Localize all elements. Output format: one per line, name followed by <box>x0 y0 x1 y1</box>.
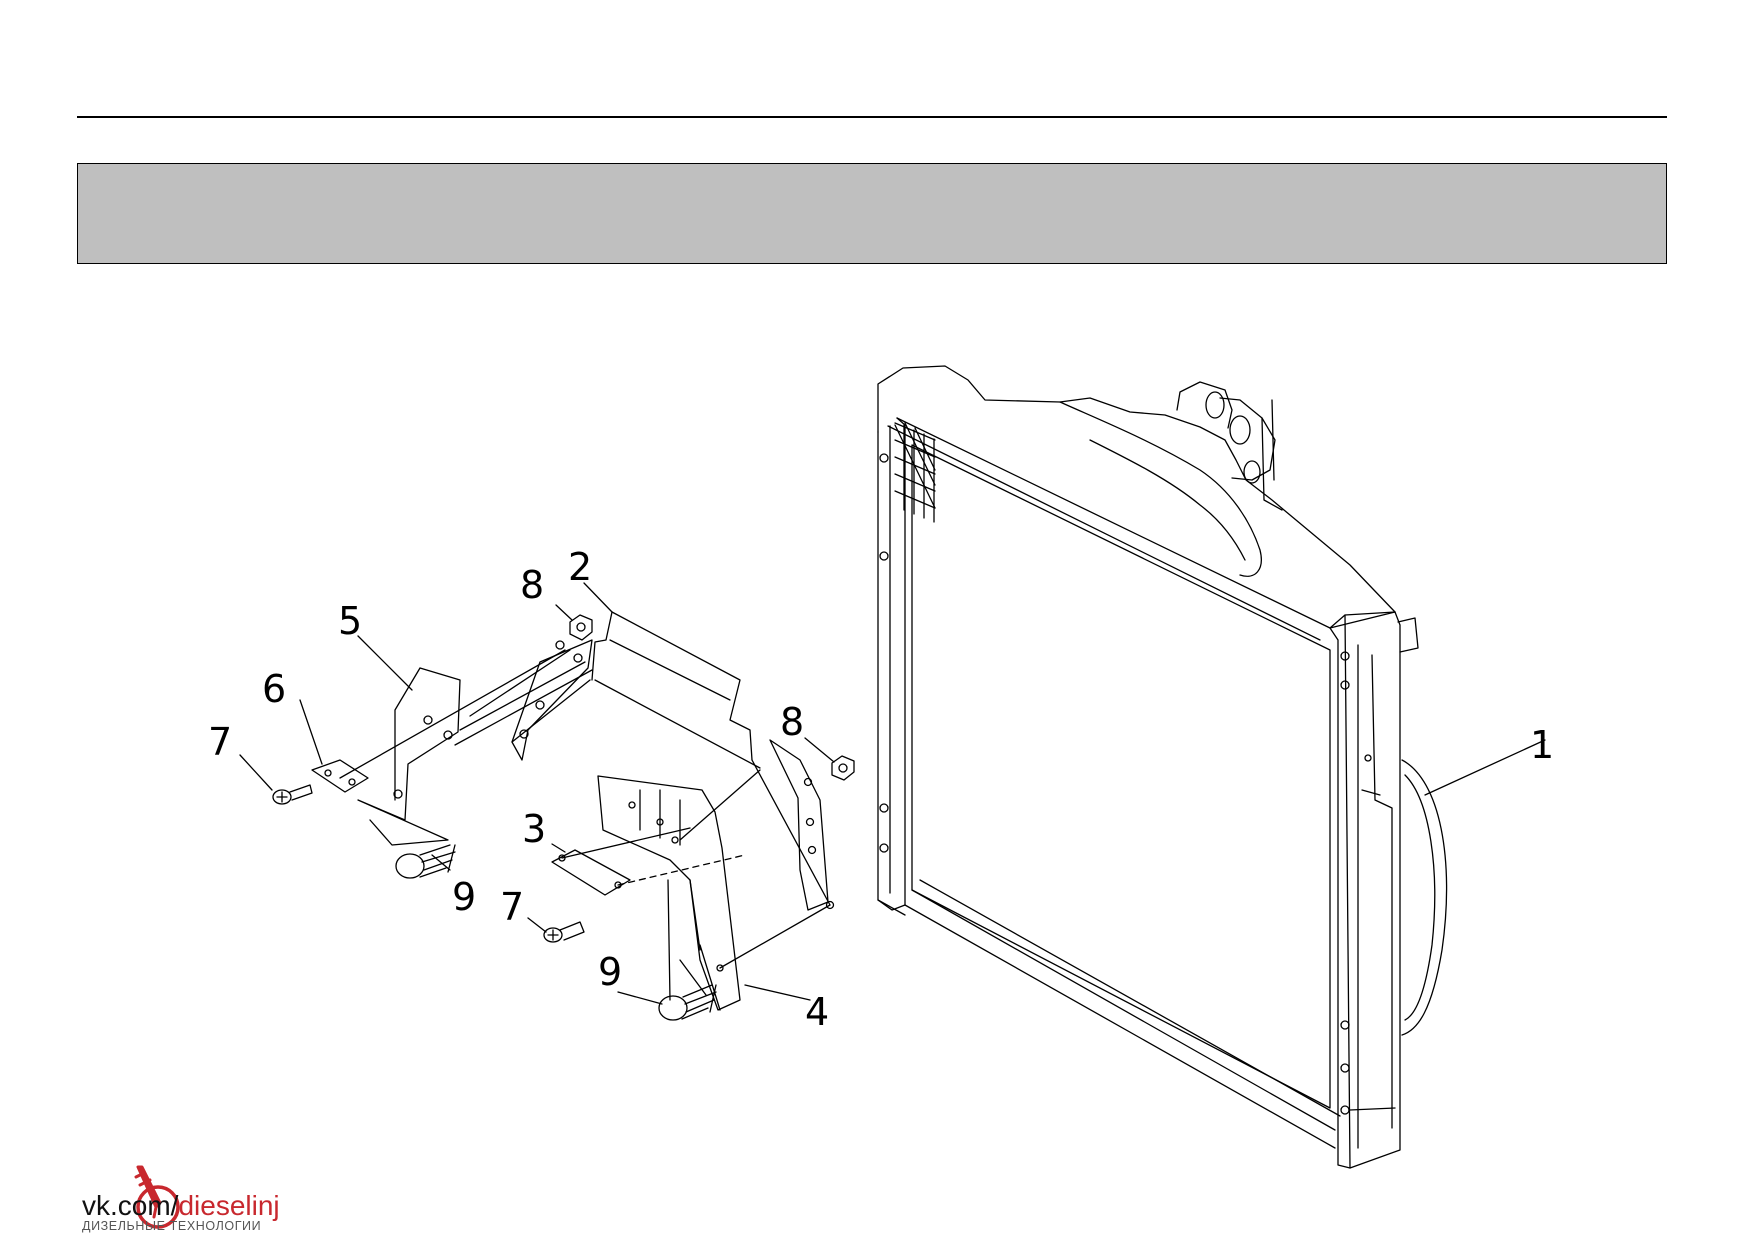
watermark-tagline: ДИЗЕЛЬНЫЕ ТЕХНОЛОГИИ <box>82 1219 262 1233</box>
callout-4: 4 <box>805 990 828 1034</box>
callout-7-lower: 7 <box>500 885 523 929</box>
callout-8-lower: 8 <box>780 700 803 744</box>
bracket-assembly <box>239 582 855 1021</box>
watermark-url: vk.com/dieselinj <box>82 1190 280 1222</box>
header-band <box>77 163 1667 264</box>
nut-8-lower <box>831 755 855 781</box>
watermark-handle: dieselinj <box>178 1190 280 1221</box>
fuel-injector-icon <box>134 1165 180 1229</box>
watermark-prefix: vk.com/ <box>82 1190 179 1221</box>
callout-9-upper: 9 <box>452 875 475 919</box>
screw-7-upper <box>272 784 313 805</box>
callout-8-upper: 8 <box>520 563 543 607</box>
screw-7-lower <box>543 921 585 943</box>
callout-labels: 1 2 3 4 5 6 7 7 8 8 9 9 <box>208 545 1554 1034</box>
callout-3: 3 <box>522 807 545 851</box>
nut-8-upper <box>569 614 593 641</box>
callout-6: 6 <box>262 667 285 711</box>
rivet-9-lower <box>658 984 717 1021</box>
callout-9-lower: 9 <box>598 950 621 994</box>
callout-1: 1 <box>1530 723 1553 767</box>
rivet-9-upper <box>395 844 456 879</box>
callout-7-upper: 7 <box>208 720 231 764</box>
callout-2: 2 <box>568 545 591 589</box>
callout-5: 5 <box>338 599 361 643</box>
top-rule <box>77 116 1667 118</box>
radiator-assembly <box>877 365 1546 1169</box>
